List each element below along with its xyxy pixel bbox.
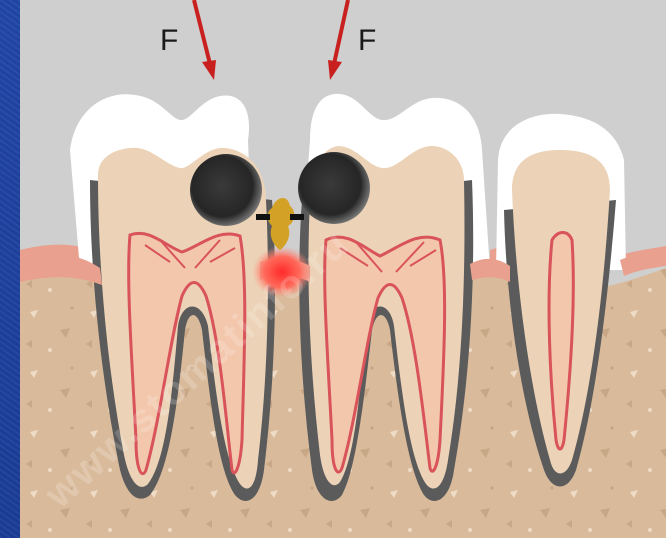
force-label-right: F (358, 24, 376, 57)
contact-point-left (256, 214, 270, 220)
caries-cavity-left (190, 154, 262, 226)
teeth-illustration: F F www.stomatinfo.ru (20, 0, 666, 538)
force-label-left: F (160, 24, 178, 57)
contact-point-right (290, 214, 304, 220)
tooth-contact-diagram: F F www.stomatinfo.ru (20, 0, 666, 538)
caries-cavity-right (298, 152, 370, 224)
